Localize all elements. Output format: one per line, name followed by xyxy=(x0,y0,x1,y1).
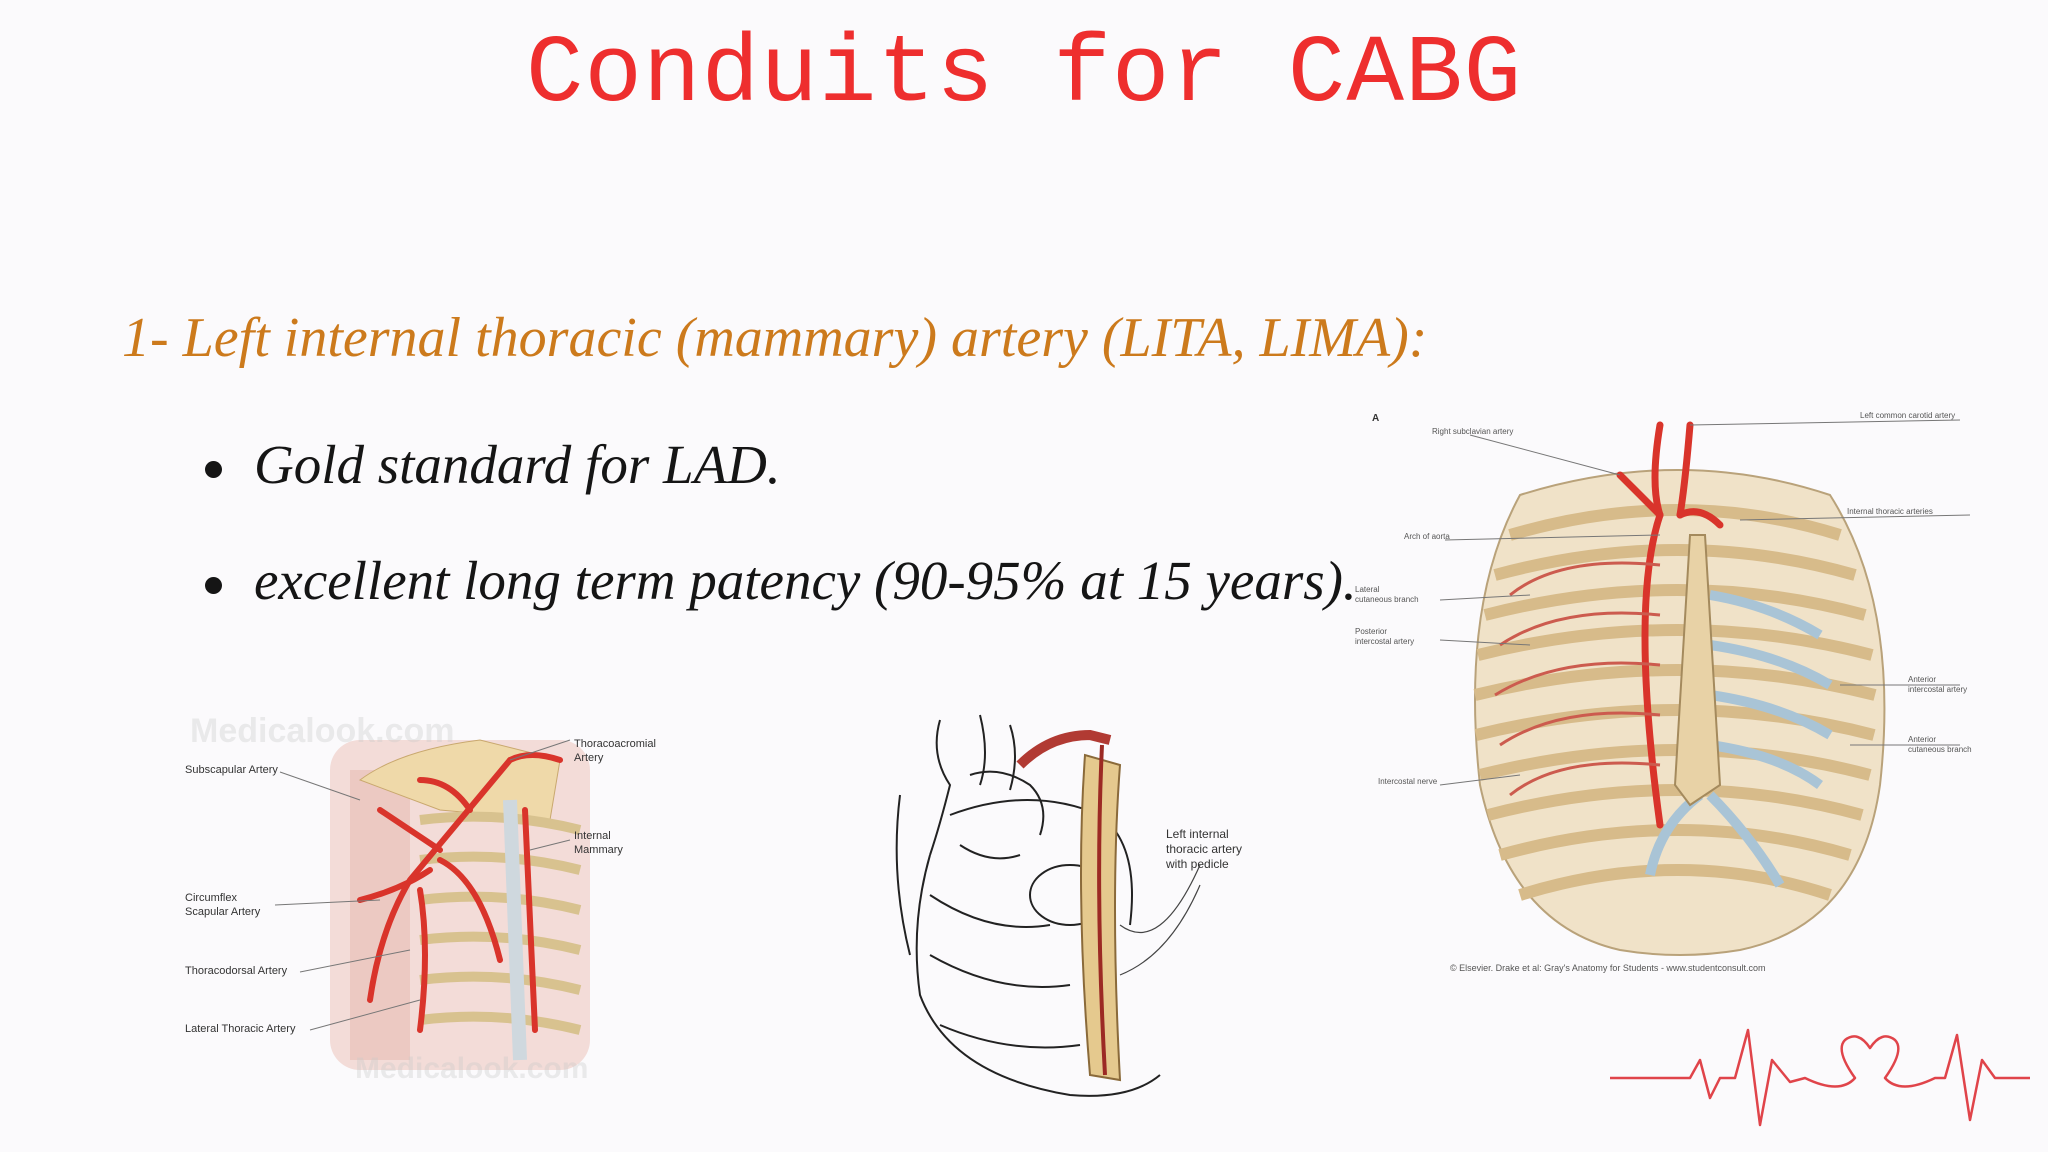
label-subscapular-artery: Subscapular Artery xyxy=(185,764,278,776)
heart-lita-illustration xyxy=(895,714,1201,1097)
bullet-text: excellent long term patency (90-95% at 1… xyxy=(254,549,1357,611)
bullet-dot-icon xyxy=(205,461,222,478)
bullet-item: Gold standard for LAD. xyxy=(200,434,1357,496)
watermark-bottom: Medicalook.com xyxy=(355,1052,589,1085)
label-internal-thoracic-arteries: Internal thoracic arteries xyxy=(1847,507,1933,516)
watermark-top: Medicalook.com xyxy=(190,712,455,750)
thorax-ribcage-illustration xyxy=(1439,419,1971,956)
label-anterior-intercostal-artery: Anterior intercostal artery xyxy=(1908,675,1968,694)
label-anterior-cutaneous-branch: Anterior cutaneous branch xyxy=(1908,735,1972,754)
shoulder-artery-illustration xyxy=(274,739,590,1070)
label-lateral-cutaneous-branch: Lateral cutaneous branch xyxy=(1355,585,1419,604)
shoulder-artery-figure: Subscapular Artery Circumflex Scapular A… xyxy=(180,700,700,1100)
heart-lita-figure: Left internal thoracic artery with pedic… xyxy=(870,695,1290,1105)
label-posterior-intercostal-artery: Posterior intercostal artery xyxy=(1355,627,1415,646)
label-lita-with-pedicle: Left internal thoracic artery with pedic… xyxy=(1166,827,1243,871)
label-arch-of-aorta: Arch of aorta xyxy=(1404,532,1450,541)
label-thoracoacromial-artery: Thoracoacromial Artery xyxy=(574,738,656,764)
bullet-item: excellent long term patency (90-95% at 1… xyxy=(200,549,1357,612)
label-lateral-thoracic-artery: Lateral Thoracic Artery xyxy=(185,1023,296,1035)
thorax-panel-letter: A xyxy=(1372,413,1380,424)
thorax-figure: A Right subclavian artery Left common ca… xyxy=(1355,405,2000,995)
ecg-heart-logo-icon xyxy=(1610,1028,2030,1127)
label-circumflex-scapular-artery: Circumflex Scapular Artery xyxy=(185,892,261,918)
figure-credit: © Elsevier. Drake et al: Gray's Anatomy … xyxy=(1450,963,1766,973)
label-intercostal-nerve: Intercostal nerve xyxy=(1378,777,1438,786)
bullet-text: Gold standard for LAD. xyxy=(254,434,781,495)
label-thoracodorsal-artery: Thoracodorsal Artery xyxy=(185,965,288,977)
label-internal-mammary: Internal Mammary xyxy=(574,830,623,856)
slide-title: Conduits for CABG xyxy=(525,20,1523,129)
label-right-subclavian-artery: Right subclavian artery xyxy=(1432,427,1514,436)
bullet-list: Gold standard for LAD. excellent long te… xyxy=(200,434,1357,666)
label-left-common-carotid-artery: Left common carotid artery xyxy=(1860,411,1956,420)
section-heading: 1- Left internal thoracic (mammary) arte… xyxy=(122,307,1428,369)
bullet-dot-icon xyxy=(205,576,222,594)
